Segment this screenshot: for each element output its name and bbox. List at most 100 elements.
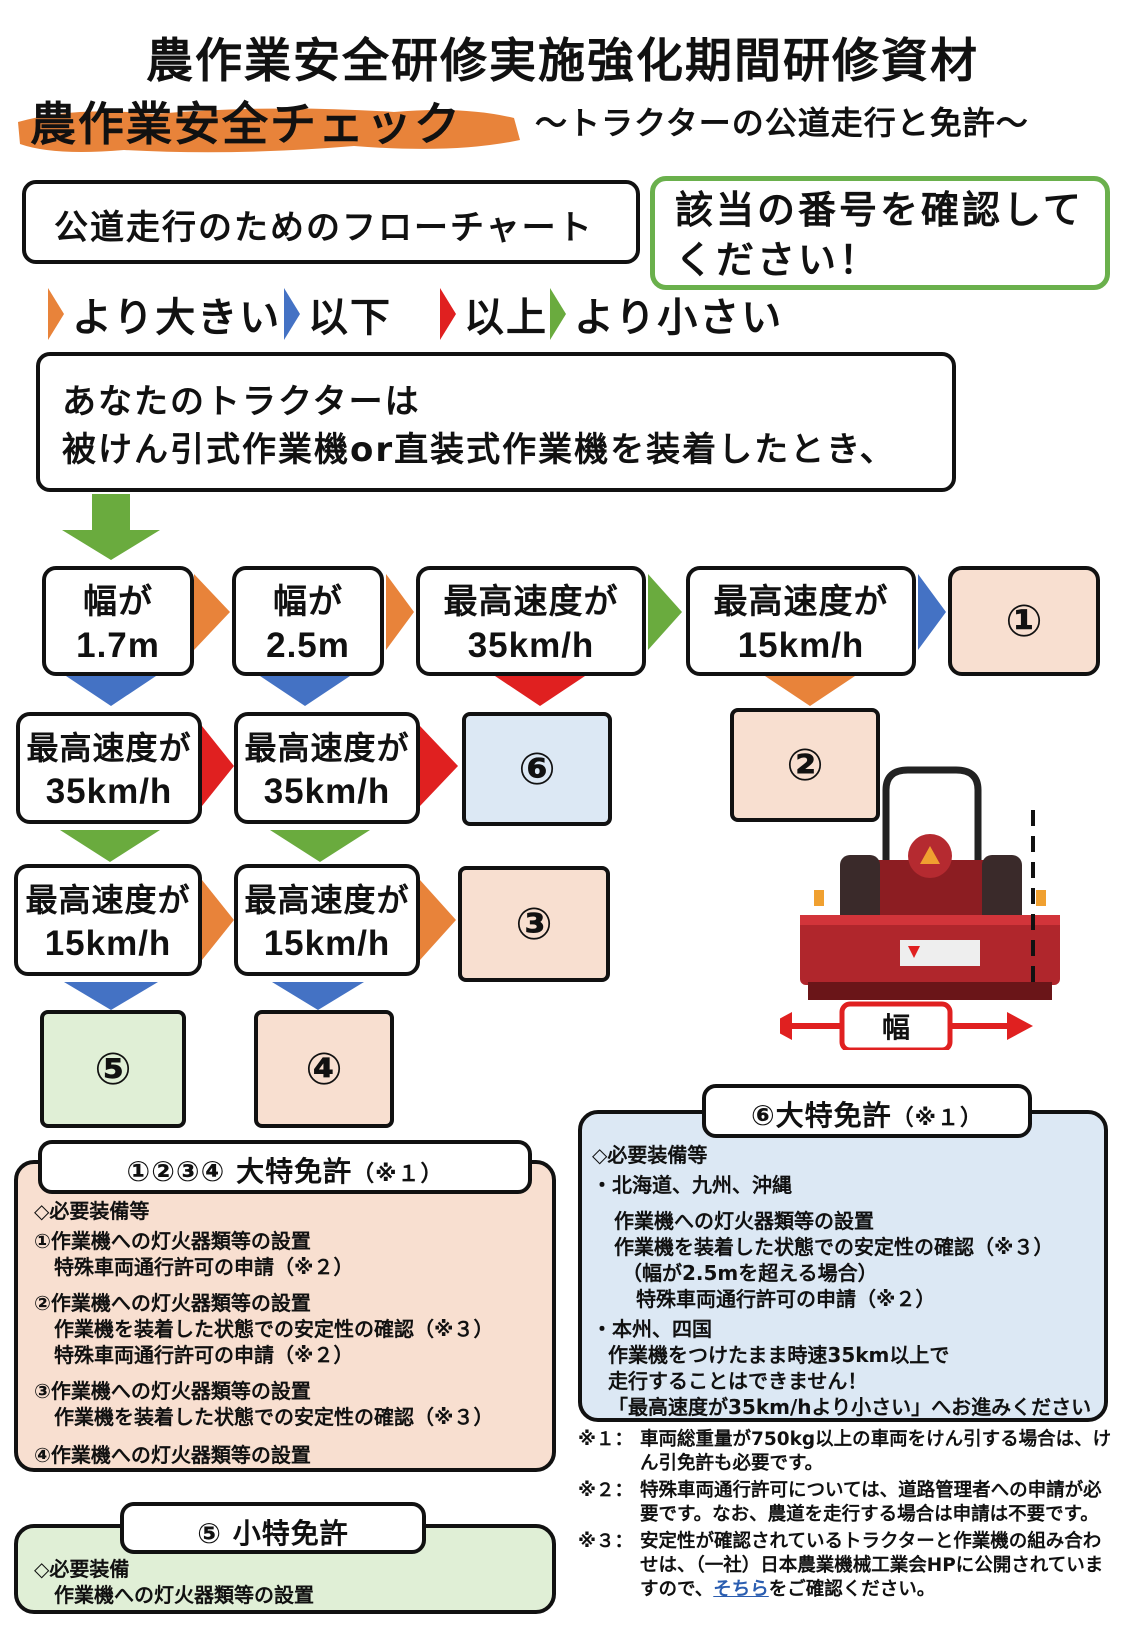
condition-value: 2.5m <box>266 626 350 665</box>
result-6: ⑥ <box>462 712 612 826</box>
condition-speed-15-a: 最高速度が 15km/h <box>14 864 202 976</box>
footnote-text-after: をご確認ください。 <box>768 1579 936 1600</box>
footnotes: ※１： 車両総重量が750kg以上の車両をけん引する場合は、けん引免許も必要です… <box>578 1428 1113 1605</box>
license-panel-6: ◇必要装備等 ・北海道、九州、沖縄 作業機への灯火器類等の設置 作業機を装着した… <box>578 1110 1108 1422</box>
result-2: ② <box>730 708 880 822</box>
condition-speed-15-top: 最高速度が 15km/h <box>686 566 916 676</box>
condition-speed-35-b: 最高速度が 35km/h <box>234 712 420 824</box>
condition-width-1-7m: 幅が 1.7m <box>42 566 194 676</box>
panel-heading: ◇必要装備等 <box>592 1143 708 1167</box>
arrow-orange <box>420 880 456 960</box>
confirm-callout: 該当の番号を確認してください！ <box>650 176 1110 290</box>
condition-label: 最高速度が <box>26 729 192 767</box>
panel-title-text: ①②③④ 大特免許 <box>126 1155 353 1188</box>
blue-arrow-icon <box>284 288 300 340</box>
arrow-orange <box>202 880 234 960</box>
condition-value: 1.7m <box>76 626 160 665</box>
panel-region: ・本州、四国 <box>592 1317 712 1341</box>
result-1: ① <box>948 566 1100 676</box>
footnote-key: ※３： <box>578 1531 633 1552</box>
brush-stroke-decoration <box>18 108 520 153</box>
association-link[interactable]: そちら <box>713 1579 769 1600</box>
arrow-blue <box>272 982 364 1010</box>
legend-greater: より大きい <box>46 286 281 342</box>
intro-line-2: 被けん引式作業機or直装式作業機を装着したとき、 <box>62 430 896 470</box>
panel-region: ・北海道、九州、沖縄 <box>592 1173 792 1197</box>
panel-line: 作業機への灯火器類等の設置 <box>54 1583 314 1607</box>
page-subtitle: ～トラクターの公道走行と免許～ <box>535 104 1029 142</box>
intro-box: あなたのトラクターは 被けん引式作業機or直装式作業機を装着したとき、 <box>36 352 956 492</box>
panel-title-note: （※１） <box>352 1162 444 1187</box>
panel-title-5: ⑤ 小特免許 <box>120 1502 426 1554</box>
panel-line: 特殊車両通行許可の申請（※２） <box>34 1343 354 1367</box>
panel-title-6: ⑥大特免許（※１） <box>702 1084 1032 1138</box>
legend-less: より小さい <box>548 286 783 342</box>
condition-label: 最高速度が <box>25 881 191 919</box>
footnote-key: ※２： <box>578 1480 633 1501</box>
arrow-red <box>202 726 234 806</box>
footnote-text: 車両総重量が750kg以上の車両をけん引する場合は、けん引免許も必要です。 <box>640 1429 1112 1474</box>
result-4: ④ <box>254 1010 394 1128</box>
arrow-blue <box>918 574 946 650</box>
condition-label: 最高速度が <box>244 881 410 919</box>
width-label: 幅 <box>882 1011 910 1044</box>
legend-greaterequal: 以上 <box>438 286 548 342</box>
panel-line: ④作業機への灯火器類等の設置 <box>34 1443 311 1467</box>
legend-label: 以上 <box>464 295 548 341</box>
panel-title-1234: ①②③④ 大特免許（※１） <box>38 1140 532 1194</box>
condition-value: 15km/h <box>737 626 865 665</box>
down-arrow-green-big <box>62 494 160 560</box>
panel-line: 作業機を装着した状態での安定性の確認（※３） <box>614 1235 1054 1259</box>
arrow-orange <box>765 676 855 706</box>
panel-line: 「最高速度が35km/hより小さい」へお進みください <box>608 1395 1092 1419</box>
panel-line: 走行することはできません！ <box>608 1369 868 1393</box>
condition-value: 35km/h <box>45 772 173 811</box>
flowchart-title: 公道走行のためのフローチャート <box>22 180 640 264</box>
arrow-blue <box>64 982 158 1010</box>
result-3: ③ <box>458 866 610 982</box>
arrow-orange <box>386 574 414 650</box>
orange-arrow-icon <box>48 288 64 340</box>
legend-lessequal: 以下 <box>282 286 392 342</box>
green-arrow-icon <box>550 288 566 340</box>
result-5: ⑤ <box>40 1010 186 1128</box>
condition-value: 35km/h <box>263 772 391 811</box>
panel-title-text: ⑥大特免許 <box>750 1099 892 1132</box>
condition-label: 幅が <box>273 582 343 622</box>
legend-label: 以下 <box>308 295 392 341</box>
panel-title-note: （※１） <box>891 1106 984 1131</box>
panel-line: 作業機への灯火器類等の設置 <box>614 1209 874 1233</box>
footnote-2: ※２： 特殊車両通行許可については、道路管理者への申請が必要です。なお、農道を走… <box>578 1479 1113 1527</box>
condition-width-2-5m: 幅が 2.5m <box>232 566 384 676</box>
footnote-key: ※１： <box>578 1429 633 1450</box>
condition-speed-35-a: 最高速度が 35km/h <box>16 712 202 824</box>
arrow-red <box>420 726 458 806</box>
condition-value: 35km/h <box>467 626 595 665</box>
panel-line: ③作業機への灯火器類等の設置 <box>34 1379 311 1403</box>
condition-speed-15-b: 最高速度が 15km/h <box>234 864 420 976</box>
panel-line: 特殊車両通行許可の申請（※２） <box>34 1255 354 1279</box>
license-panel-1234: ◇必要装備等 ①作業機への灯火器類等の設置 特殊車両通行許可の申請（※２） ②作… <box>14 1160 556 1472</box>
legend-label: より大きい <box>72 295 282 341</box>
tractor-image: 幅 <box>780 766 1060 1050</box>
condition-speed-35-top: 最高速度が 35km/h <box>416 566 646 676</box>
legend-label: より小さい <box>574 295 784 341</box>
condition-label: 最高速度が <box>443 582 619 622</box>
arrow-red <box>495 676 585 706</box>
arrow-green <box>60 830 160 862</box>
footnote-text: 安定性が確認されているトラクターと作業機の組み合わせは、（一社）日本農業機械工業… <box>640 1530 1113 1602</box>
page-title: 農作業安全研修実施強化期間研修資材 <box>146 34 979 89</box>
panel-line: 作業機を装着した状態での安定性の確認（※３） <box>34 1317 494 1341</box>
panel-heading: ◇必要装備 <box>34 1557 130 1581</box>
check-title: 農作業安全チェック <box>30 97 462 151</box>
condition-value: 15km/h <box>44 924 172 963</box>
panel-line: 特殊車両通行許可の申請（※２） <box>636 1287 936 1311</box>
condition-label: 最高速度が <box>713 582 889 622</box>
arrow-green <box>270 830 370 862</box>
arrow-green <box>648 574 682 650</box>
arrow-orange <box>194 574 230 650</box>
red-arrow-icon <box>440 288 456 340</box>
arrow-blue <box>66 676 156 706</box>
condition-label: 幅が <box>83 582 153 622</box>
